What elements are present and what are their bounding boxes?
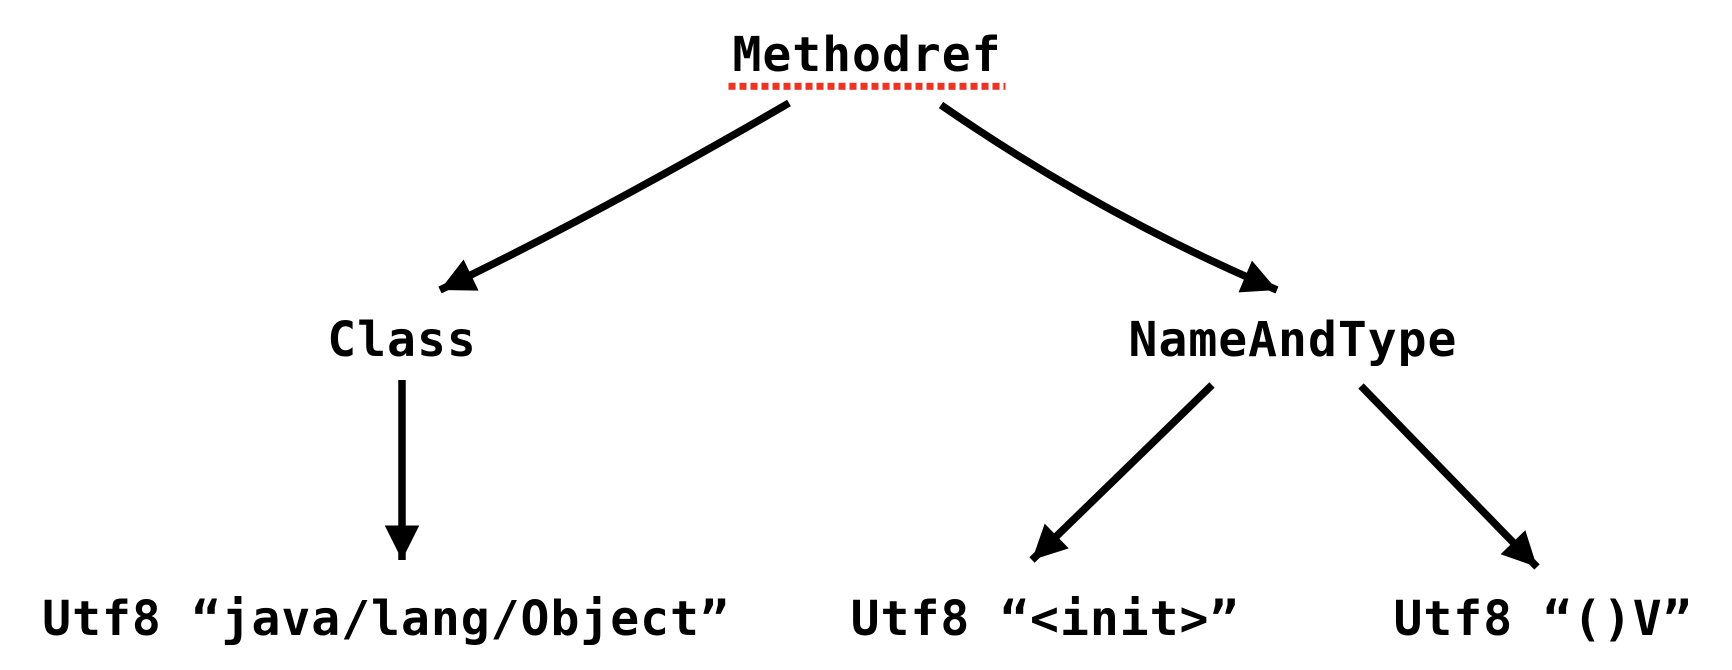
node-class-label: Class xyxy=(327,311,477,368)
node-methodref: Methodref xyxy=(728,26,1006,91)
edge-nameandtype-to-utf8-v xyxy=(1358,383,1540,570)
node-utf8-java-lang-object: Utf8 “java/lang/Object” xyxy=(42,594,730,644)
edge-methodref-to-class xyxy=(438,99,791,294)
spellcheck-underline xyxy=(728,83,1006,91)
node-utf8-init-label: Utf8 “<init>” xyxy=(850,590,1240,647)
node-utf8-init: Utf8 “<init>” xyxy=(851,594,1240,644)
edge-nameandtype-to-utf8-init xyxy=(1029,382,1215,563)
node-utf8-java-lang-object-label: Utf8 “java/lang/Object” xyxy=(42,590,730,647)
edge-methodref-to-nameandtype xyxy=(938,101,1279,294)
node-nameandtype: NameAndType xyxy=(1129,315,1458,365)
node-nameandtype-label: NameAndType xyxy=(1128,311,1458,368)
node-methodref-label: Methodref xyxy=(732,26,1002,83)
node-class: Class xyxy=(327,315,477,365)
node-utf8-v-label: Utf8 “()V” xyxy=(1393,590,1693,647)
node-utf8-v: Utf8 “()V” xyxy=(1394,594,1693,644)
